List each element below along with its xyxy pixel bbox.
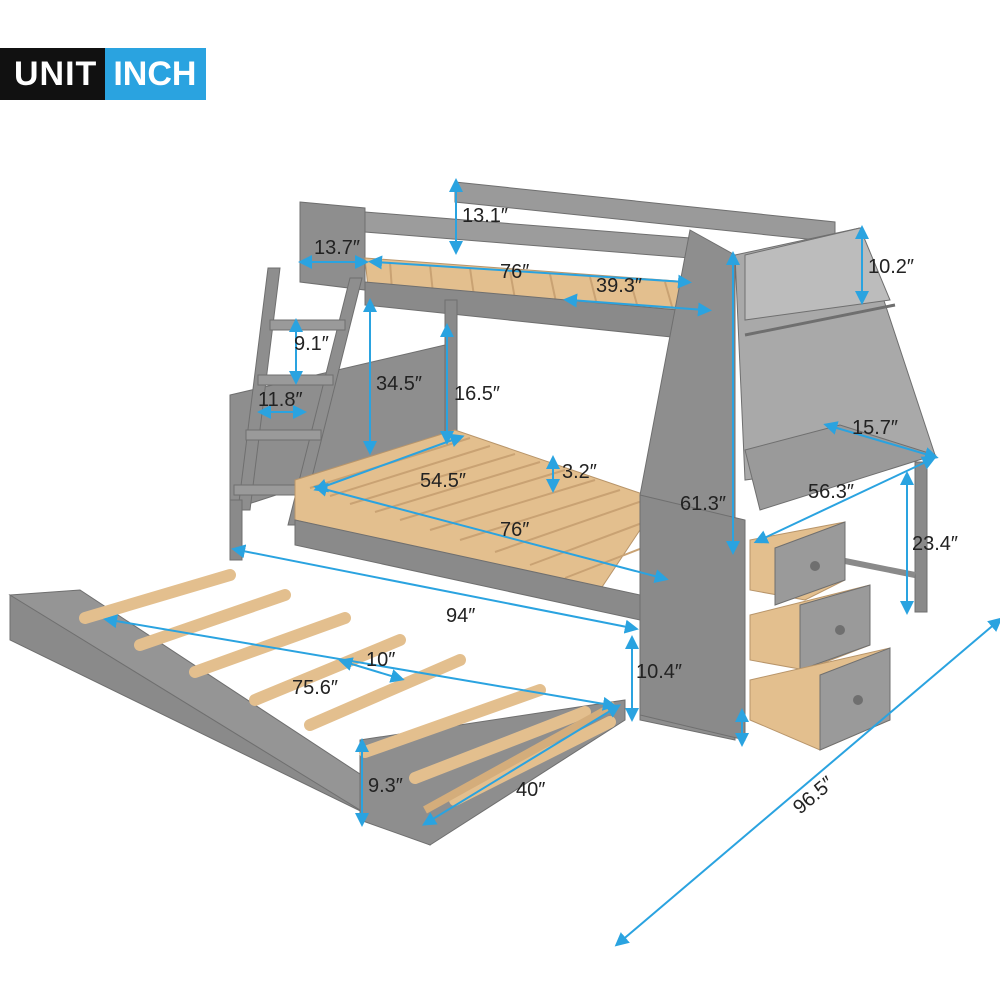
dim-top-guard-height: 13.7″ xyxy=(314,237,360,259)
dim-overall-length: 94″ xyxy=(446,605,475,627)
shelf-back xyxy=(744,227,891,321)
dim-top-length: 76″ xyxy=(500,261,529,283)
dim-top-width: 39.3″ xyxy=(596,275,642,297)
unit-badge: UNIT INCH xyxy=(0,48,207,100)
dim-bottom-length: 76″ xyxy=(500,519,529,541)
dim-total-height: 61.3″ xyxy=(680,493,726,515)
unit-value: INCH xyxy=(105,48,207,100)
dim-cabinet-base-height: 10.4″ xyxy=(636,661,682,683)
dim-trundle-length: 75.6″ xyxy=(292,677,338,699)
dim-slat-gap: 3.2″ xyxy=(562,461,597,483)
dim-bunk-clearance: 34.5″ xyxy=(376,373,422,395)
dim-trundle-height: 9.3″ xyxy=(368,775,403,797)
dim-ladder-width: 11.8″ xyxy=(258,389,303,411)
dim-desk-width: 56.3″ xyxy=(808,481,854,503)
dim-trundle-width: 40″ xyxy=(516,779,545,801)
ladder xyxy=(233,267,363,526)
dim-bottom-rail-height: 16.5″ xyxy=(454,383,500,405)
dim-ladder-step-gap: 9.1″ xyxy=(294,333,329,355)
dim-trundle-slat-gap: 10″ xyxy=(366,649,395,671)
dim-shelf-height: 10.2″ xyxy=(868,256,914,278)
bunk-bed xyxy=(8,181,937,846)
unit-label: UNIT xyxy=(0,48,106,100)
cabinet xyxy=(639,494,746,741)
dim-desk-depth: 15.7″ xyxy=(852,417,898,439)
trundle xyxy=(8,569,626,846)
dim-top-rail-height: 13.1″ xyxy=(462,205,508,227)
dim-bottom-width: 54.5″ xyxy=(420,470,466,492)
dimension-arrows xyxy=(103,178,1000,947)
dim-overall-depth: 96.5″ xyxy=(789,772,838,818)
drawer-1 xyxy=(749,521,846,606)
dim-desk-height: 23.4″ xyxy=(912,533,958,555)
